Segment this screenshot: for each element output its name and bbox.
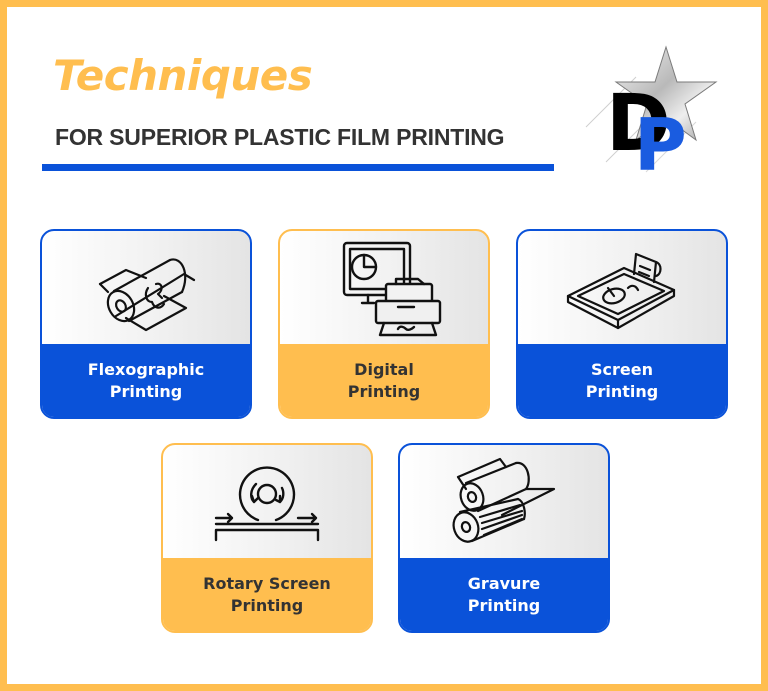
- card-label-line2: Printing: [109, 381, 183, 401]
- card-label-line1: Flexographic: [87, 359, 205, 379]
- card-label-line2: Printing: [230, 595, 304, 615]
- gravure-rollers-icon: [444, 453, 564, 553]
- dp-logo: D P: [576, 42, 726, 187]
- card-screen-printing[interactable]: Screen Printing: [516, 229, 728, 419]
- card-label-line1: Screen: [591, 359, 653, 379]
- card-label-line2: Printing: [585, 381, 659, 401]
- flexographic-roller-icon: [86, 244, 206, 334]
- page-title: Techniques: [53, 51, 313, 100]
- rotary-cylinder-icon: [212, 458, 322, 548]
- card-digital-printing[interactable]: Digital Printing: [278, 229, 490, 419]
- card-label-line1: Rotary Screen: [203, 573, 331, 593]
- card-label-line2: Printing: [467, 595, 541, 615]
- star-icon: D P: [585, 45, 718, 187]
- page-subtitle: FOR SUPERIOR PLASTIC FILM PRINTING: [55, 124, 505, 150]
- card-rotary-screen-printing[interactable]: Rotary Screen Printing: [161, 443, 373, 633]
- card-flexographic-printing[interactable]: Flexographic Printing: [40, 229, 252, 419]
- card-label-line1: Gravure: [467, 573, 541, 593]
- logo-letter-d: D: [606, 79, 671, 169]
- logo-letter-p: P: [634, 103, 687, 182]
- card-label-line2: Printing: [347, 381, 421, 401]
- computer-printer-icon: [324, 239, 444, 339]
- card-gravure-printing[interactable]: Gravure Printing: [398, 443, 610, 633]
- title-underline: [42, 164, 554, 171]
- screen-frame-squeegee-icon: [562, 244, 682, 334]
- card-label-line1: Digital: [354, 359, 414, 379]
